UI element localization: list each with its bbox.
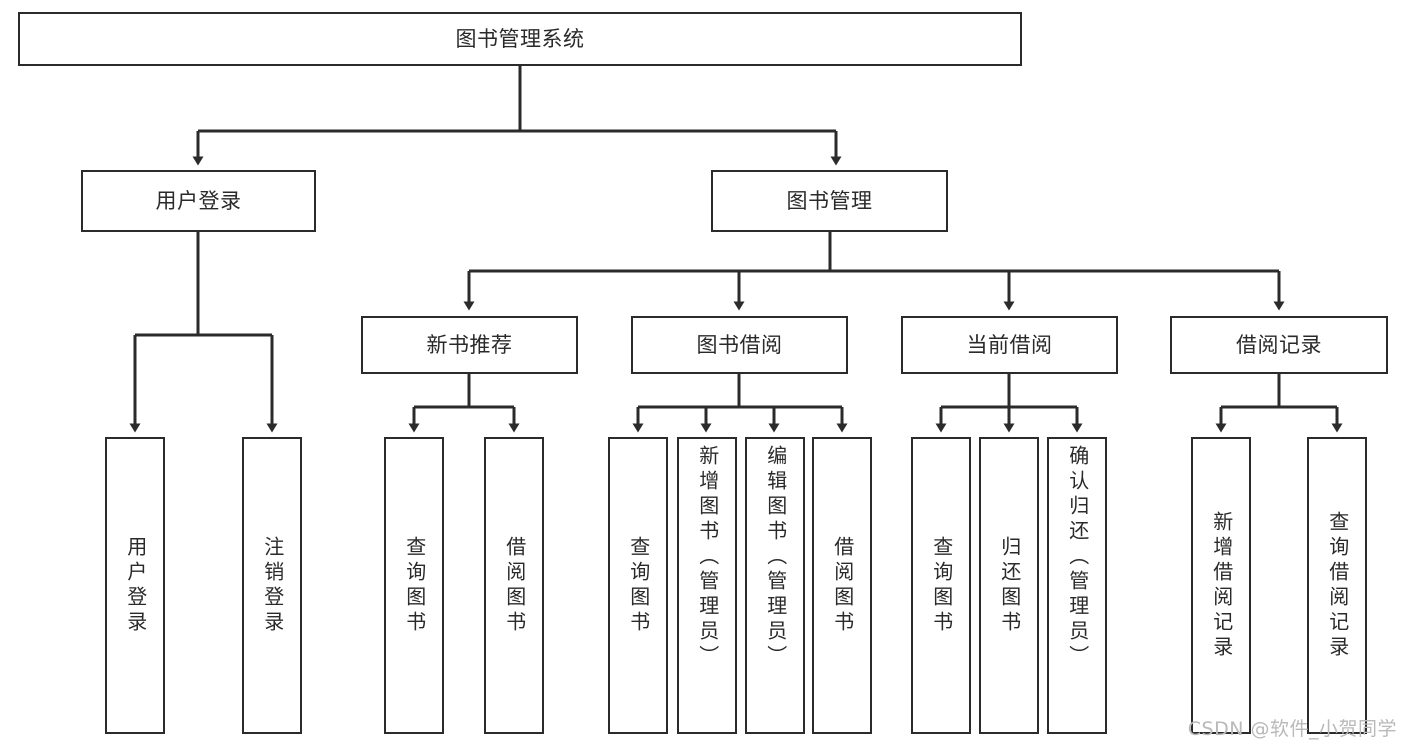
node-root-label: 图书管理系统 [455,26,585,51]
node-leaf-query-book-1-label: 查询图书 [402,535,427,636]
node-root[interactable]: 图书管理系统 [18,12,1022,66]
node-leaf-query-record-label: 查询借阅记录 [1325,510,1350,661]
node-leaf-query-book-2[interactable]: 查询图书 [608,437,668,734]
node-leaf-logout[interactable]: 注销登录 [242,437,302,734]
node-book-borrow-label: 图书借阅 [696,332,783,357]
node-leaf-query-book-3-label: 查询图书 [929,535,954,636]
node-leaf-edit-book[interactable]: 编辑图书（管理员） [745,437,805,734]
node-leaf-borrow-book-2-label: 借阅图书 [830,535,855,636]
node-leaf-add-book[interactable]: 新增图书（管理员） [677,437,737,734]
node-current-borrow-label: 当前借阅 [966,332,1053,357]
node-book-manage[interactable]: 图书管理 [711,170,948,232]
csdn-watermark: CSDN @软件_小贺同学 [1187,718,1397,740]
node-leaf-borrow-book-2[interactable]: 借阅图书 [812,437,872,734]
node-leaf-user-login[interactable]: 用户登录 [105,437,165,734]
node-leaf-return-book[interactable]: 归还图书 [979,437,1039,734]
node-book-manage-label: 图书管理 [786,188,873,213]
node-leaf-query-book-3[interactable]: 查询图书 [911,437,971,734]
node-user-login-label: 用户登录 [155,188,242,213]
node-leaf-add-record[interactable]: 新增借阅记录 [1191,437,1251,734]
node-leaf-add-record-label: 新增借阅记录 [1209,510,1234,661]
node-leaf-confirm-return-label: 确认归还（管理员） [1065,445,1090,670]
node-leaf-logout-label: 注销登录 [260,535,285,636]
node-current-borrow[interactable]: 当前借阅 [901,316,1118,374]
node-borrow-record[interactable]: 借阅记录 [1170,316,1388,374]
node-book-borrow[interactable]: 图书借阅 [631,316,848,374]
node-leaf-return-book-label: 归还图书 [997,535,1022,636]
node-leaf-add-book-label: 新增图书（管理员） [695,445,720,670]
node-leaf-query-record[interactable]: 查询借阅记录 [1307,437,1367,734]
node-leaf-query-book-1[interactable]: 查询图书 [384,437,444,734]
node-leaf-user-login-label: 用户登录 [123,535,148,636]
node-borrow-record-label: 借阅记录 [1236,332,1322,357]
node-leaf-borrow-book-1-label: 借阅图书 [502,535,527,636]
node-leaf-query-book-2-label: 查询图书 [626,535,651,636]
node-leaf-edit-book-label: 编辑图书（管理员） [763,445,788,670]
node-new-book-rec[interactable]: 新书推荐 [361,316,578,374]
node-leaf-borrow-book-1[interactable]: 借阅图书 [484,437,544,734]
node-new-book-rec-label: 新书推荐 [426,332,513,357]
node-leaf-confirm-return[interactable]: 确认归还（管理员） [1047,437,1107,734]
node-user-login[interactable]: 用户登录 [81,170,316,232]
